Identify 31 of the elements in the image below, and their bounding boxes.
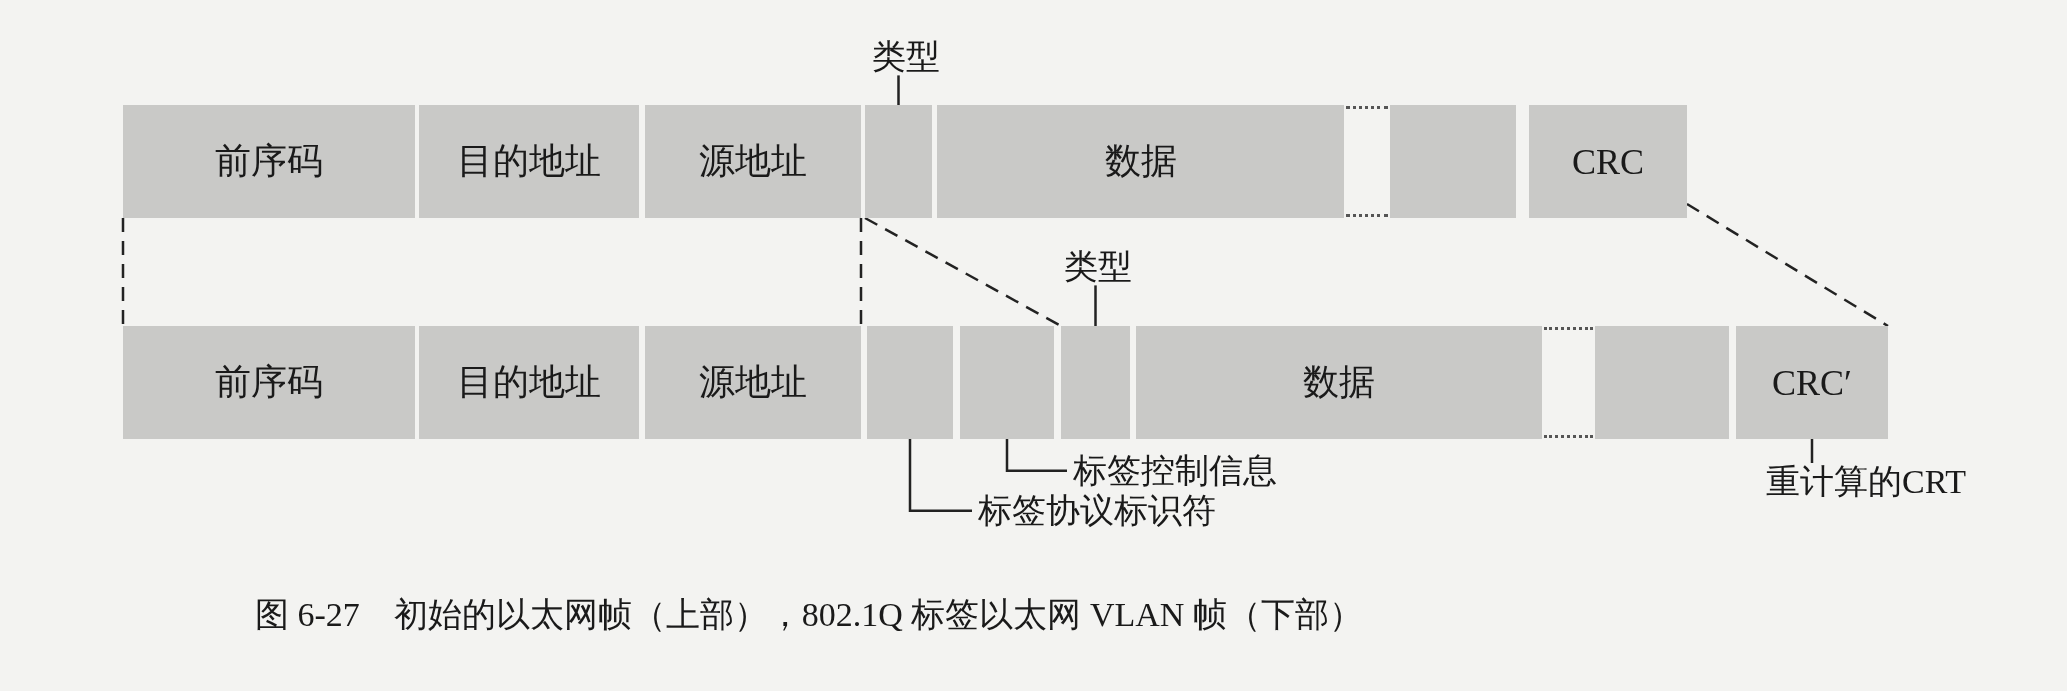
dashed-guide-line <box>1686 202 1889 328</box>
frame-field: 目的地址 <box>419 105 639 218</box>
frame-field <box>867 326 953 439</box>
frame-field: CRC′ <box>1736 326 1888 439</box>
dashed-guide-line <box>121 218 125 326</box>
frame-field: 目的地址 <box>419 326 639 439</box>
frame-field: 前序码 <box>123 326 415 439</box>
frame-field: 数据 <box>937 105 1390 218</box>
figure-caption: 图 6-27 初始的以太网帧（上部），802.1Q 标签以太网 VLAN 帧（下部） <box>255 595 1363 635</box>
dashed-guide-line <box>864 216 1062 328</box>
leader-line <box>1005 439 1067 472</box>
callout-label: 类型 <box>872 38 940 76</box>
frame-field: CRC <box>1529 105 1687 218</box>
frame-field <box>960 326 1054 439</box>
leader-line <box>1094 285 1097 326</box>
callout-label: 标签协议标识符 <box>978 492 1216 530</box>
callout-label: 重计算的CRT <box>1766 463 1967 501</box>
frame-field: 前序码 <box>123 105 415 218</box>
frame-field <box>865 105 932 218</box>
frame-field <box>1390 105 1516 218</box>
frame-field <box>1061 326 1130 439</box>
frame-field: 源地址 <box>645 105 861 218</box>
leader-line <box>908 439 972 512</box>
callout-label: 标签控制信息 <box>1073 452 1277 490</box>
callout-label: 类型 <box>1064 248 1132 286</box>
dashed-guide-line <box>859 218 863 326</box>
leader-line <box>1810 439 1814 463</box>
frame-field <box>1595 326 1729 439</box>
frame-field: 数据 <box>1136 326 1595 439</box>
frame-field: 源地址 <box>645 326 861 439</box>
leader-line <box>897 75 900 105</box>
